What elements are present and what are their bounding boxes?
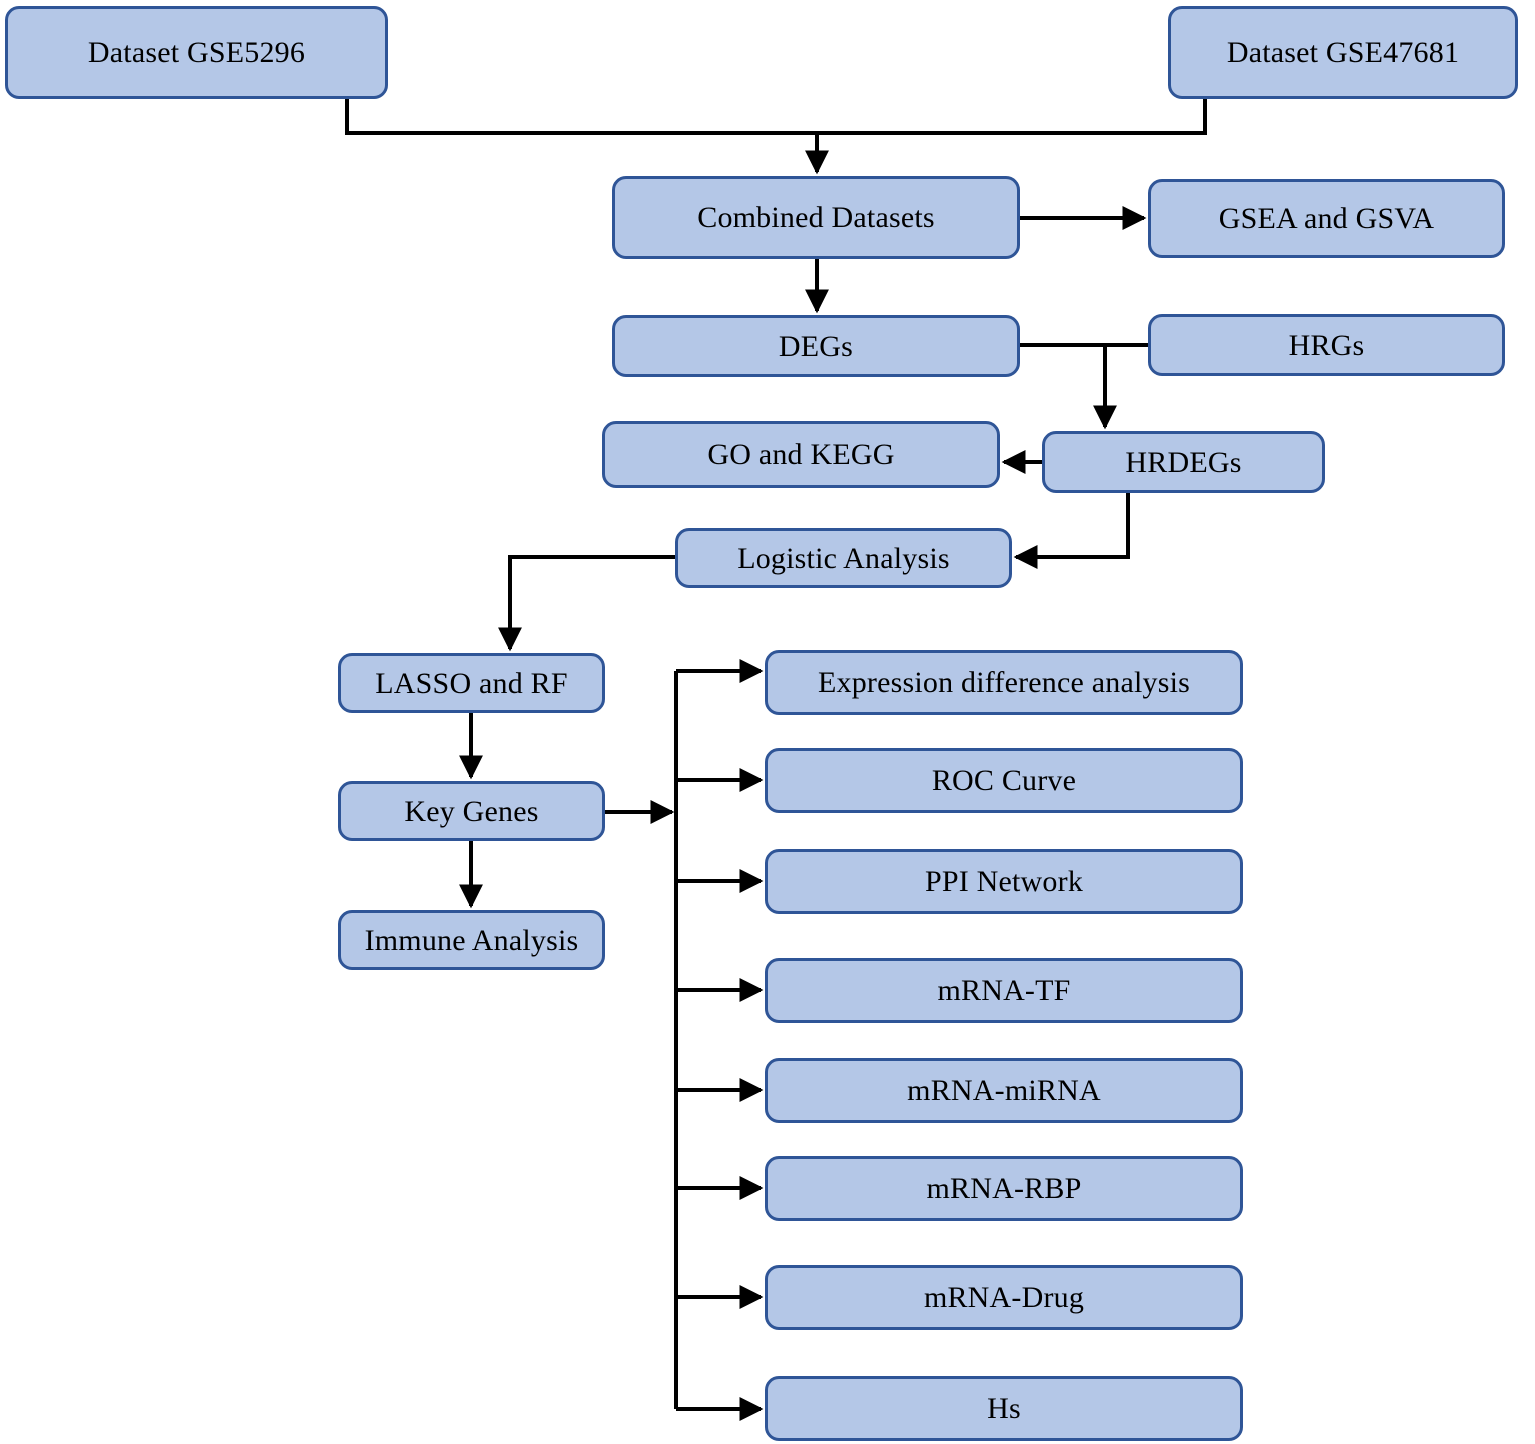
node-immune-analysis[interactable]: Immune Analysis <box>338 910 605 970</box>
node-hrdegs[interactable]: HRDEGs <box>1042 431 1325 493</box>
node-mrna-rbp[interactable]: mRNA-RBP <box>765 1156 1243 1221</box>
edge-gse47681-to-bus <box>817 99 1207 135</box>
node-dataset-gse47681[interactable]: Dataset GSE47681 <box>1168 6 1518 99</box>
node-expression-difference-analysis[interactable]: Expression difference analysis <box>765 650 1243 715</box>
edge-gse5296-to-bus <box>345 99 817 135</box>
node-key-genes[interactable]: Key Genes <box>338 781 605 841</box>
node-gsea-and-gsva[interactable]: GSEA and GSVA <box>1148 179 1505 258</box>
node-degs[interactable]: DEGs <box>612 315 1020 377</box>
node-dataset-gse5296[interactable]: Dataset GSE5296 <box>5 6 388 99</box>
node-hrgs[interactable]: HRGs <box>1148 314 1505 376</box>
node-logistic-analysis[interactable]: Logistic Analysis <box>675 528 1012 588</box>
node-lasso-and-rf[interactable]: LASSO and RF <box>338 653 605 713</box>
edge-hrdegs-to-logistic <box>1013 493 1130 569</box>
node-go-and-kegg[interactable]: GO and KEGG <box>602 421 1000 488</box>
node-ppi-network[interactable]: PPI Network <box>765 849 1243 914</box>
node-mrna-tf[interactable]: mRNA-TF <box>765 958 1243 1023</box>
node-hs[interactable]: Hs <box>765 1376 1243 1441</box>
node-mrna-drug[interactable]: mRNA-Drug <box>765 1265 1243 1330</box>
node-combined-datasets[interactable]: Combined Datasets <box>612 176 1020 259</box>
node-roc-curve[interactable]: ROC Curve <box>765 748 1243 813</box>
node-mrna-mirna[interactable]: mRNA-miRNA <box>765 1058 1243 1123</box>
edge-logistic-to-lasso <box>498 555 675 652</box>
